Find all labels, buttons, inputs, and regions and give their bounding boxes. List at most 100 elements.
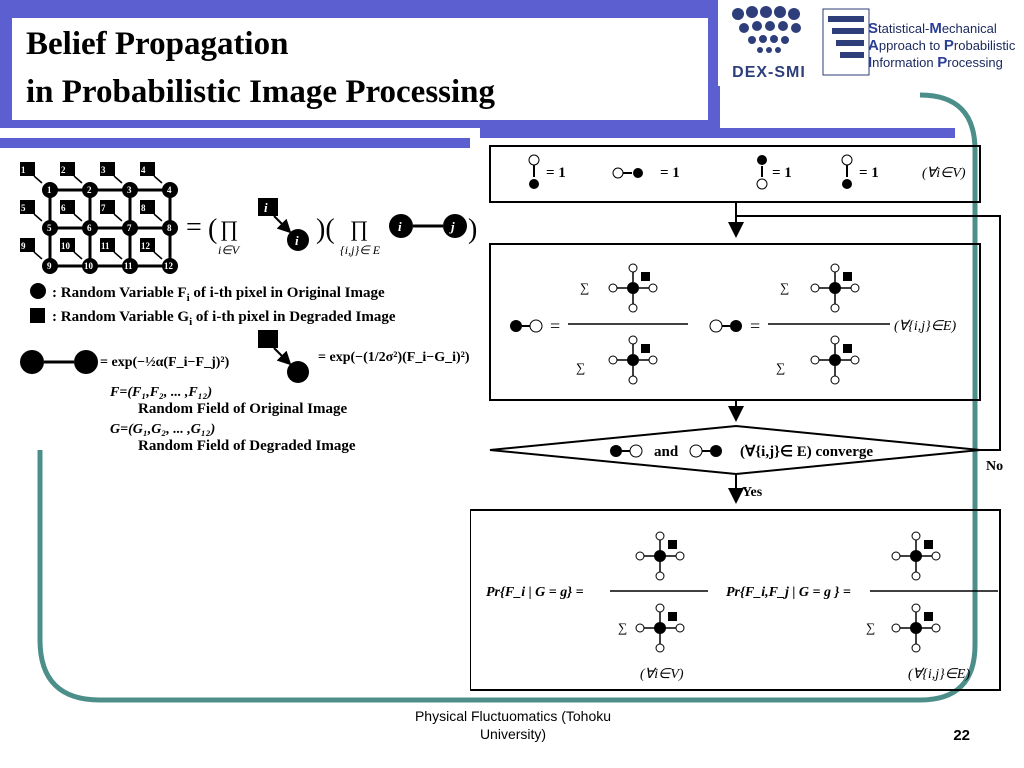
star-leaf bbox=[911, 571, 921, 581]
star-leaf bbox=[628, 263, 638, 273]
upd-r-node bbox=[730, 320, 742, 332]
legend-square-icon bbox=[30, 308, 45, 323]
upd-l-equals: = bbox=[550, 316, 560, 336]
star-leaf bbox=[655, 603, 665, 613]
obs-node-square bbox=[258, 198, 278, 216]
star-leaf bbox=[810, 283, 820, 293]
star-center bbox=[829, 354, 841, 366]
grid-obs-label: 6 bbox=[61, 203, 66, 213]
grid-obs-arrow bbox=[153, 251, 163, 260]
upd-r-num-sum: ∑ bbox=[780, 280, 789, 295]
grid-node bbox=[162, 220, 178, 236]
hidden-node-circle bbox=[287, 229, 309, 251]
init-empty-node-3 bbox=[756, 178, 768, 190]
star-leaf bbox=[655, 531, 665, 541]
star-leaf bbox=[655, 571, 665, 581]
star-obs bbox=[641, 344, 650, 353]
dex-smi-logo-icon bbox=[732, 6, 801, 53]
marginal-pair-label: Pr{F_i,F_j | G = g } = bbox=[726, 585, 851, 600]
close-paren-1: )( bbox=[316, 214, 335, 245]
title-box: Belief Propagation in Probabilistic Imag… bbox=[12, 18, 708, 120]
grid-obs-square bbox=[100, 200, 115, 214]
grid-node bbox=[122, 220, 138, 236]
obs-node-label: i bbox=[264, 200, 268, 215]
update-rule-right: = ∑ ∑ (∀{i,j}∈E) bbox=[709, 263, 956, 385]
star-leaf bbox=[628, 303, 638, 313]
dex-smi-label: DEX-SMI bbox=[732, 64, 806, 81]
prod-symbol-2: ∏ bbox=[350, 216, 368, 241]
grid-node bbox=[82, 258, 98, 274]
grid-node-label: 2 bbox=[87, 185, 92, 195]
grid-obs-label: 1 bbox=[21, 165, 26, 175]
init-eq-4: = 1 bbox=[859, 165, 879, 181]
field-F-name: Random Field of Original Image bbox=[138, 401, 348, 417]
star-leaf bbox=[911, 643, 921, 653]
decision-condition: (∀{i,j}∈ E) converge bbox=[740, 444, 873, 460]
grid-node bbox=[82, 182, 98, 198]
star-leaf bbox=[628, 335, 638, 345]
pot-obs-arrow bbox=[273, 347, 292, 366]
flow-loop-back bbox=[736, 215, 1001, 451]
star-leaf bbox=[648, 355, 658, 365]
edge-node-j-label: j bbox=[449, 219, 455, 234]
star-leaf bbox=[608, 355, 618, 365]
star-leaf bbox=[648, 283, 658, 293]
grid-node-label: 7 bbox=[127, 223, 132, 233]
upd-r-num-star bbox=[810, 263, 860, 313]
grid-obs-square bbox=[60, 162, 75, 176]
field-G-name: Random Field of Degraded Image bbox=[138, 438, 356, 454]
grid-obs-label: 3 bbox=[101, 165, 106, 175]
star-obs bbox=[843, 272, 852, 281]
upd-r-den-star bbox=[810, 335, 860, 385]
marginal-single-condition: (∀i∈V) bbox=[640, 667, 684, 682]
grid-obs-arrow bbox=[33, 175, 43, 184]
grid-node bbox=[122, 258, 138, 274]
star-leaf bbox=[850, 283, 860, 293]
star-obs bbox=[641, 272, 650, 281]
footer-text: Physical Fluctuomatics (Tohoku Universit… bbox=[414, 708, 612, 742]
init-node-2 bbox=[633, 168, 643, 178]
dec-empty-1 bbox=[629, 444, 643, 458]
star-obs bbox=[924, 540, 933, 549]
bar-mid bbox=[0, 138, 470, 148]
star-leaf bbox=[810, 355, 820, 365]
marg-s-num-star bbox=[635, 531, 685, 581]
dec-node-2 bbox=[710, 445, 722, 457]
star-leaf bbox=[675, 623, 685, 633]
obs-potential-formula: = exp(−(1/2σ²)(F_i−G_i)²) bbox=[318, 350, 470, 365]
star-obs bbox=[668, 612, 677, 621]
decision-no-label: No bbox=[986, 459, 1003, 474]
init-node-4 bbox=[842, 179, 852, 189]
grid-obs-arrow bbox=[73, 251, 83, 260]
init-node-3 bbox=[757, 155, 767, 165]
grid-obs-square bbox=[140, 162, 155, 176]
dec-empty-2 bbox=[689, 444, 703, 458]
grid-obs-square bbox=[100, 238, 115, 252]
grid-node-label: 8 bbox=[167, 223, 172, 233]
marg-p-den-star bbox=[891, 603, 941, 653]
edge-node-j bbox=[443, 214, 467, 238]
init-empty-node-1 bbox=[528, 154, 540, 166]
title-line-1: Belief Propagation bbox=[26, 26, 289, 62]
grid-obs-label: 4 bbox=[141, 165, 146, 175]
smapip-logo-icon bbox=[822, 8, 870, 76]
grid-obs-square bbox=[20, 162, 35, 176]
grid-obs-square bbox=[100, 162, 115, 176]
grid-obs-square bbox=[140, 238, 155, 252]
upd-l-empty bbox=[529, 319, 543, 333]
pot-node-j bbox=[74, 350, 98, 374]
marginal-pair-condition: (∀{i,j}∈E) bbox=[908, 667, 970, 682]
star-center bbox=[829, 282, 841, 294]
star-leaf bbox=[891, 551, 901, 561]
grid-node-label: 3 bbox=[127, 185, 132, 195]
star-leaf bbox=[675, 551, 685, 561]
title-line-2: in Probabilistic Image Processing bbox=[26, 74, 496, 110]
grid-obs-arrow bbox=[33, 213, 43, 222]
grid-obs-arrow bbox=[33, 251, 43, 260]
init-empty-node-2 bbox=[612, 167, 624, 179]
edge-potential-formula: = exp(−½α(F_i−F_j)²) bbox=[100, 355, 230, 370]
grid-obs-arrow bbox=[73, 213, 83, 222]
grid-obs-square bbox=[20, 200, 35, 214]
grid-node bbox=[42, 258, 58, 274]
